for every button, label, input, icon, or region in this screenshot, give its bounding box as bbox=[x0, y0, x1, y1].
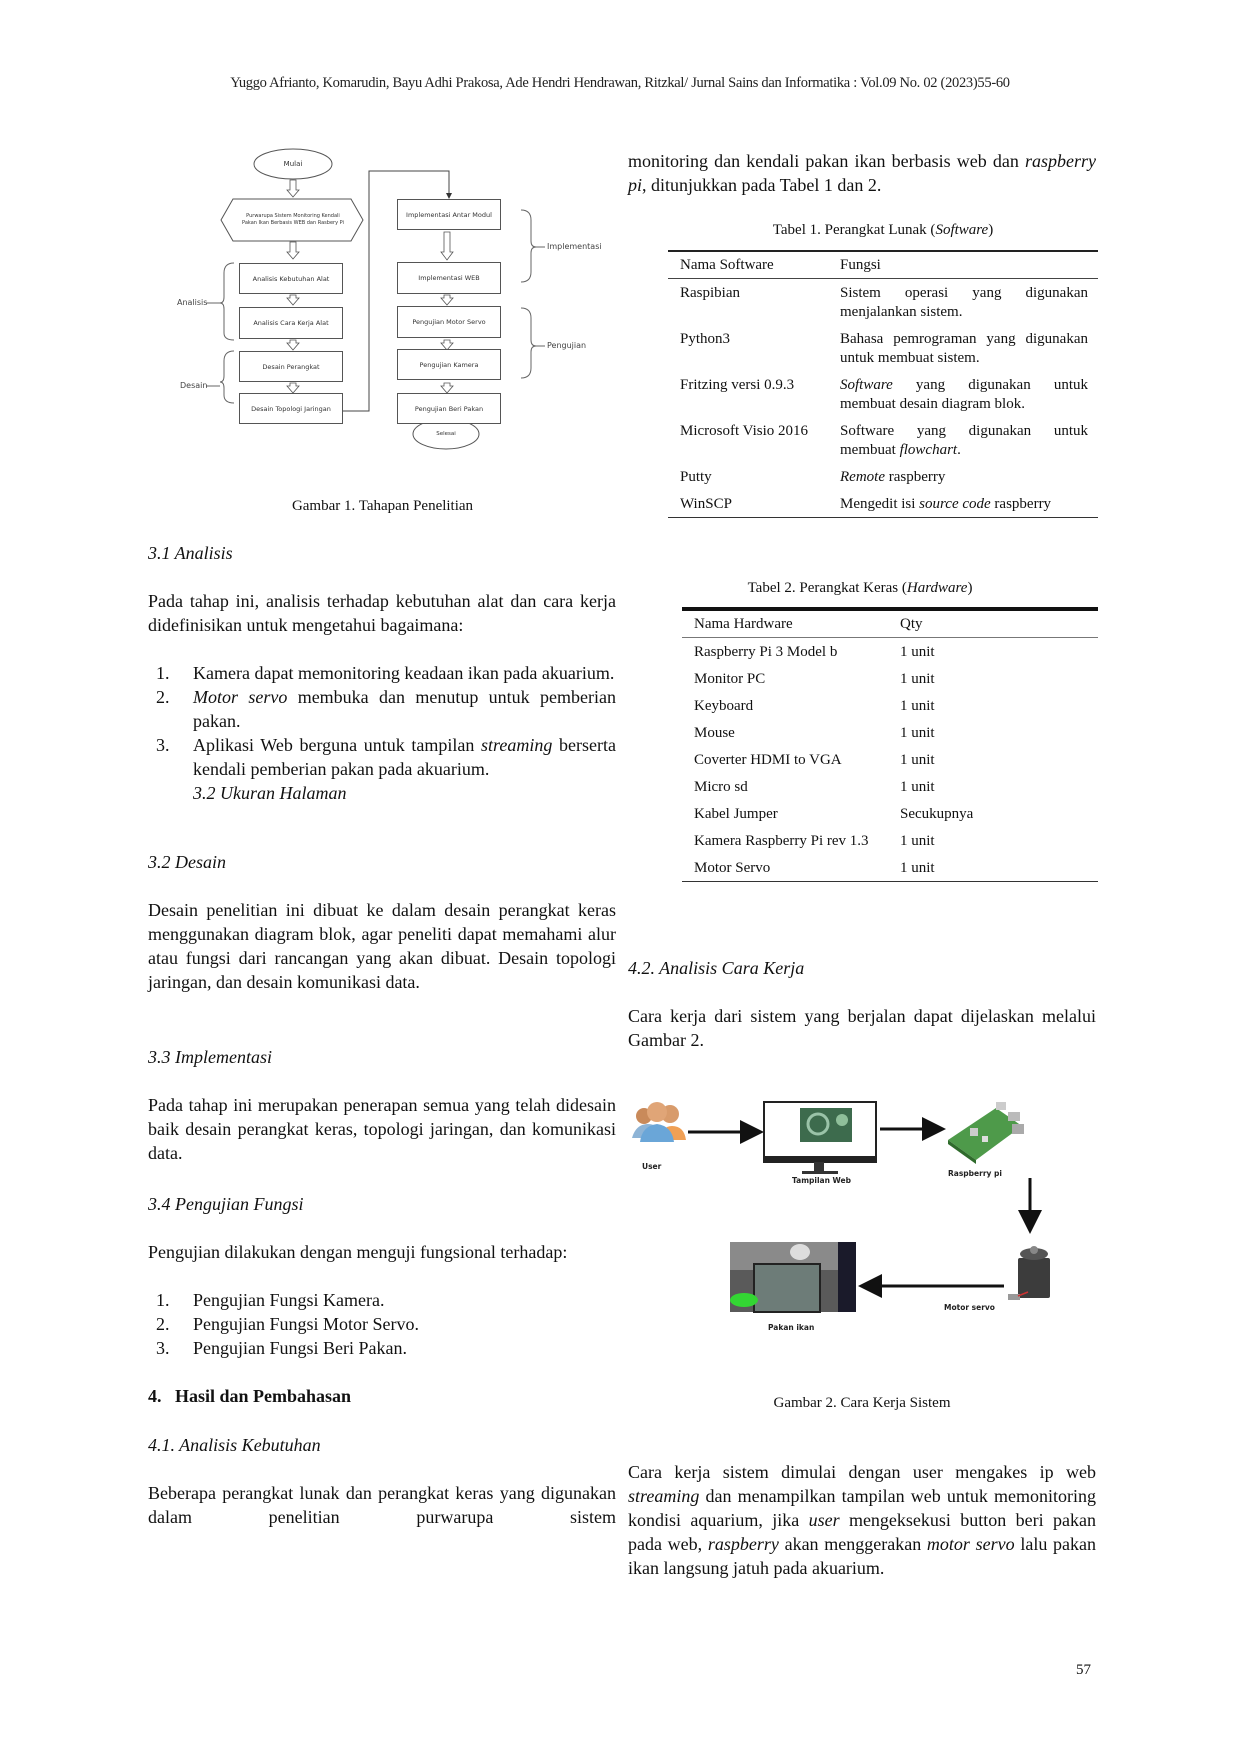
section-3-4: 3.4 Pengujian Fungsi Pengujian dilakukan… bbox=[148, 1192, 616, 1529]
section-3-2: 3.2 Desain Desain penelitian ini dibuat … bbox=[148, 850, 616, 994]
page-number: 57 bbox=[1076, 1662, 1091, 1678]
figure-1-caption: Gambar 1. Tahapan Penelitian bbox=[291, 498, 474, 514]
figure-2-caption: Gambar 2. Cara Kerja Sistem bbox=[773, 1395, 951, 1411]
table-hardware: Nama Hardware Qty Raspberry Pi 3 Model b… bbox=[682, 607, 1098, 882]
section-heading-3-3: 3.3 Implementasi bbox=[148, 1047, 272, 1067]
table-header-row: Nama Hardware Qty bbox=[682, 609, 1098, 638]
flow-node-uji-servo: Pengujian Motor Servo bbox=[397, 306, 501, 338]
column-header: Nama Hardware bbox=[694, 616, 793, 632]
flow-node-end: Selesai bbox=[436, 431, 456, 437]
section-3-4-paragraph: Pengujian dilakukan dengan menguji fungs… bbox=[148, 1242, 568, 1262]
list-item: 2. Motor servo membuka dan menutup untuk… bbox=[156, 687, 616, 731]
section-3-1: 3.1 Analisis Pada tahap ini, analisis te… bbox=[148, 541, 616, 805]
flow-node-implementasi-web: Implementasi WEB bbox=[397, 262, 501, 294]
figure-2-label-user: User bbox=[642, 1162, 662, 1171]
flow-group-implementasi: Implementasi bbox=[547, 242, 602, 251]
table-intro-paragraph: monitoring dan kendali pakan ikan berbas… bbox=[628, 151, 1096, 195]
section-heading-4-1: 4.1. Analisis Kebutuhan bbox=[148, 1435, 321, 1455]
flow-group-pengujian: Pengujian bbox=[547, 341, 587, 350]
section-4-2: 4.2. Analisis Cara Kerja Cara kerja dari… bbox=[628, 956, 1096, 1052]
flow-node-prototype: Purwarupa Sistem Monitoring Kendali Paka… bbox=[242, 213, 344, 226]
flow-node-desain-perangkat: Desain Perangkat bbox=[239, 351, 343, 382]
flow-node-uji-pakan: Pengujian Beri Pakan bbox=[397, 393, 501, 424]
flow-node-implementasi-modul: Implementasi Antar Modul bbox=[397, 199, 501, 230]
figure-1-flowchart: Mulai Purwarupa Sistem Monitoring Kendal… bbox=[150, 140, 610, 480]
table-2-caption: Tabel 2. Perangkat Keras (Hardware) bbox=[747, 580, 973, 596]
servo-motor-icon bbox=[1008, 1246, 1050, 1300]
table-row: Putty Remote raspberry bbox=[680, 469, 946, 485]
table-row: Raspibian Sistem operasi yang digunakan … bbox=[680, 285, 1088, 320]
flowchart-connectors bbox=[206, 148, 545, 450]
figure-2-system-workflow: User Tampilan Web Raspberry pi Motor ser… bbox=[630, 1100, 1100, 1340]
flow-group-analisis: Analisis bbox=[177, 298, 208, 307]
figure-2-label-pakan: Pakan ikan bbox=[768, 1323, 815, 1332]
figure-2-label-web: Tampilan Web bbox=[792, 1176, 852, 1185]
flow-group-desain: Desain bbox=[180, 381, 208, 390]
list-item: 2.Pengujian Fungsi Motor Servo. bbox=[156, 1314, 420, 1334]
table-header-row: Nama Software Fungsi bbox=[668, 251, 1098, 279]
closing-paragraph: Cara kerja sistem dimulai dengan user me… bbox=[628, 1462, 1096, 1578]
section-4-2-paragraph: Cara kerja dari sistem yang berjalan dap… bbox=[628, 1006, 1096, 1050]
flow-node-uji-kamera: Pengujian Kamera bbox=[397, 349, 501, 380]
section-3-1-list: 1. Kamera dapat memonitoring keadaan ika… bbox=[148, 661, 616, 805]
flow-node-analisis-kebutuhan: Analisis Kebutuhan Alat bbox=[239, 263, 343, 294]
section-heading-3-1: 3.1 Analisis bbox=[148, 543, 233, 563]
section-heading-4-2: 4.2. Analisis Cara Kerja bbox=[628, 958, 805, 978]
flow-node-desain-topologi: Desain Topologi Jaringan bbox=[239, 393, 343, 424]
users-icon bbox=[632, 1102, 686, 1142]
column-header: Nama Software bbox=[680, 257, 774, 273]
table-row: Fritzing versi 0.9.3 Software yang digun… bbox=[680, 377, 1088, 412]
list-item: 1. Kamera dapat memonitoring keadaan ika… bbox=[156, 663, 615, 683]
monitor-icon bbox=[763, 1101, 877, 1174]
section-3-3: 3.3 Implementasi Pada tahap ini merupaka… bbox=[148, 1045, 616, 1165]
raspberry-pi-icon bbox=[948, 1102, 1024, 1164]
aquarium-photo bbox=[730, 1242, 856, 1313]
section-3-2-paragraph: Desain penelitian ini dibuat ke dalam de… bbox=[148, 900, 616, 992]
section-3-4-list: 1.Pengujian Fungsi Kamera. 2.Pengujian F… bbox=[148, 1288, 616, 1360]
table-1-caption: Tabel 1. Perangkat Lunak (Software) bbox=[772, 222, 994, 238]
running-header: Yuggo Afrianto, Komarudin, Bayu Adhi Pra… bbox=[230, 75, 1010, 91]
figure-2-label-servo: Motor servo bbox=[944, 1303, 995, 1312]
section-4-1-paragraph: Beberapa perangkat lunak dan perangkat k… bbox=[148, 1483, 616, 1527]
column-header: Qty bbox=[900, 616, 923, 632]
table-software: Nama Software Fungsi Raspibian Sistem op… bbox=[668, 250, 1098, 518]
stray-heading: 3.2 Ukuran Halaman bbox=[193, 783, 347, 803]
column-header: Fungsi bbox=[840, 257, 881, 273]
table-row: Microsoft Visio 2016 Software yang digun… bbox=[680, 423, 1088, 458]
figure-2-label-rpi: Raspberry pi bbox=[948, 1169, 1002, 1178]
list-item: 1.Pengujian Fungsi Kamera. bbox=[156, 1290, 385, 1310]
workflow-diagram bbox=[632, 1101, 1050, 1313]
section-3-1-paragraph: Pada tahap ini, analisis terhadap kebutu… bbox=[148, 591, 616, 635]
section-3-3-paragraph: Pada tahap ini merupakan penerapan semua… bbox=[148, 1095, 616, 1163]
list-item: 3.Pengujian Fungsi Beri Pakan. bbox=[156, 1338, 407, 1358]
section-heading-3-4: 3.4 Pengujian Fungsi bbox=[148, 1194, 304, 1214]
section-heading-4: 4. Hasil dan Pembahasan bbox=[148, 1386, 352, 1406]
table-row: WinSCP Mengedit isi source code raspberr… bbox=[680, 496, 1052, 512]
flow-node-analisis-cara-kerja: Analisis Cara Kerja Alat bbox=[239, 307, 343, 339]
list-item: 3. Aplikasi Web berguna untuk tampilan s… bbox=[156, 735, 616, 803]
section-heading-3-2: 3.2 Desain bbox=[148, 852, 226, 872]
table-row: Python3 Bahasa pemrograman yang digunaka… bbox=[680, 331, 1088, 366]
flow-node-start: Mulai bbox=[283, 160, 303, 168]
